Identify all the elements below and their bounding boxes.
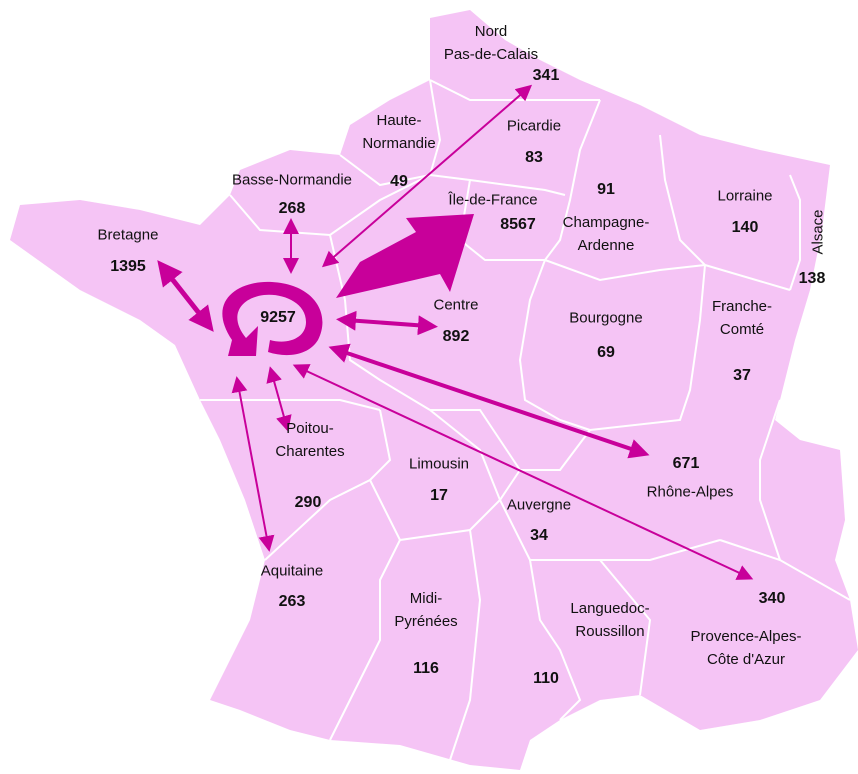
- region-value-haute-normandie: 49: [390, 173, 408, 190]
- region-name-line: Poitou-: [286, 420, 334, 437]
- arrow-centre: [336, 310, 438, 336]
- region-name-line: Comté: [719, 321, 765, 338]
- region-value-poitou: 290: [294, 494, 322, 511]
- region-name-line: Picardie: [506, 117, 562, 135]
- arrow-aquitaine: [231, 376, 275, 552]
- region-value-centre: 892: [442, 328, 470, 345]
- region-name-line: Bourgogne: [569, 309, 643, 327]
- region-name-bourgogne: Bourgogne: [569, 311, 642, 334]
- region-name-line: Provence-Alpes-: [690, 628, 802, 645]
- region-name-line: Champagne-: [562, 214, 650, 231]
- region-value-ile-de-france: 8567: [500, 216, 536, 233]
- region-value-basse-normandie: 268: [278, 200, 306, 217]
- region-name-line: Côte d'Azur: [707, 651, 785, 668]
- region-name-rhone-alpes: Rhône-Alpes: [647, 485, 734, 508]
- region-name-line: Alsace: [809, 209, 827, 255]
- region-name-auvergne: Auvergne: [507, 498, 571, 521]
- region-name-line: Ardenne: [577, 237, 635, 254]
- region-value-limousin: 17: [430, 487, 448, 504]
- region-name-line: Bretagne: [97, 226, 159, 244]
- region-name-bretagne: Bretagne: [98, 228, 159, 251]
- region-name-line: Rhône-Alpes: [646, 483, 734, 501]
- region-name-line: Auvergne: [506, 496, 572, 514]
- region-name-paca: Provence-Alpes- Côte d'Azur: [691, 629, 802, 675]
- arrow-bretagne: [157, 260, 214, 332]
- region-name-line: Midi-: [409, 590, 443, 607]
- region-name-line: Aquitaine: [260, 562, 324, 580]
- region-name-line: Franche-: [711, 298, 773, 315]
- region-name-line: Pyrénées: [394, 613, 458, 630]
- loop-arrow: [222, 281, 323, 356]
- region-name-midi-pyrenees: Midi- Pyrénées: [394, 591, 457, 637]
- migration-lines: [157, 84, 754, 580]
- region-name-line: Lorraine: [717, 187, 773, 205]
- region-name-picardie: Picardie: [507, 119, 561, 142]
- region-name-basse-normandie: Basse-Normandie: [232, 173, 352, 196]
- region-name-line: Normandie: [362, 135, 436, 152]
- region-value-languedoc: 110: [533, 670, 559, 687]
- region-name-line: Haute-: [376, 112, 422, 129]
- region-value-bourgogne: 69: [597, 344, 615, 361]
- arrow-nord: [321, 84, 533, 268]
- region-name-line: Languedoc-: [570, 600, 650, 617]
- region-value-champagne: 91: [597, 181, 615, 198]
- region-name-line: Pas-de-Calais: [443, 46, 539, 63]
- region-name-champagne: Champagne- Ardenne: [563, 215, 650, 261]
- region-value-franche-comte: 37: [733, 367, 751, 384]
- region-name-line: Nord: [474, 23, 508, 40]
- region-value-bretagne: 1395: [110, 258, 146, 275]
- region-value-lorraine: 140: [731, 219, 759, 236]
- region-value-midi-pyrenees: 116: [413, 660, 439, 677]
- region-name-line: Limousin: [408, 455, 470, 473]
- region-value-auvergne: 34: [530, 527, 548, 544]
- region-value-aquitaine: 263: [278, 593, 306, 610]
- region-name-line: Charentes: [275, 443, 345, 460]
- region-name-aquitaine: Aquitaine: [261, 564, 324, 587]
- region-name-ile-de-france: Île-de-France: [448, 193, 537, 216]
- region-name-line: Centre: [433, 296, 479, 314]
- region-name-franche-comte: Franche- Comté: [712, 299, 772, 345]
- region-name-languedoc: Languedoc- Roussillon: [570, 601, 649, 647]
- region-name-alsace: Alsace: [809, 209, 834, 255]
- region-name-limousin: Limousin: [409, 457, 469, 480]
- region-name-line: Roussillon: [575, 623, 645, 640]
- region-name-centre: Centre: [433, 298, 478, 321]
- region-name-poitou: Poitou- Charentes: [275, 421, 344, 467]
- region-value-paca: 340: [758, 590, 786, 607]
- region-name-line: Basse-Normandie: [231, 171, 353, 189]
- region-name-lorraine: Lorraine: [717, 189, 772, 212]
- region-name-line: Île-de-France: [448, 191, 538, 209]
- center-value: 9257: [260, 309, 296, 326]
- region-value-nord: 341: [532, 67, 560, 84]
- region-value-rhone-alpes: 671: [672, 455, 700, 472]
- arrow-paca: [292, 364, 754, 580]
- region-value-alsace: 138: [798, 270, 826, 287]
- region-name-haute-normandie: Haute- Normandie: [362, 113, 435, 159]
- region-value-picardie: 83: [525, 149, 543, 166]
